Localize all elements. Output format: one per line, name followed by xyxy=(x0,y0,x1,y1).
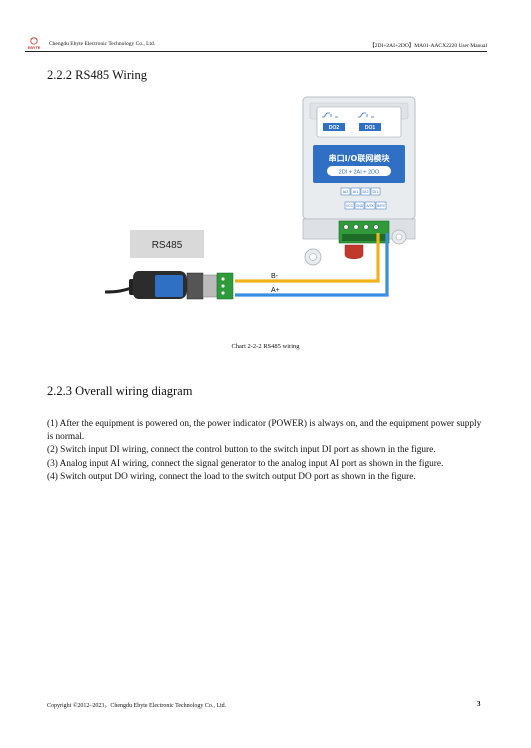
paragraph: (4) Switch output DO wiring, connect the… xyxy=(47,471,416,482)
wire-a-label: A+ xyxy=(271,287,280,294)
port-label-brx: B/RX xyxy=(377,204,385,208)
port-label-ai1: AI1 xyxy=(353,190,359,194)
paragraph: (3) Analog input AI wiring, connect the … xyxy=(47,458,444,469)
paragraph: (2) Switch input DI wiring, connect the … xyxy=(47,445,436,456)
footer-copyright: Copyright ©2012–2023，Chengdu Ebyte Elect… xyxy=(47,703,227,709)
wiring-instructions: (1) After the equipment is powered on, t… xyxy=(47,418,487,484)
port-label-vcc: VCC xyxy=(346,204,354,208)
module-title: 串口I/O联网模块 xyxy=(329,153,391,163)
port-labels-bottom: VCC GND A/TX B/RX xyxy=(344,201,387,210)
wire-b xyxy=(235,233,380,283)
rs485-wiring-figure: DO2 DO1 串口I/O联网模块 2DI + 2AI + 2DO AI2 AI… xyxy=(104,96,416,300)
port-label-gnd: GND xyxy=(356,204,364,208)
io-module: DO2 DO1 串口I/O联网模块 2DI + 2AI + 2DO AI2 AI… xyxy=(302,96,416,266)
svg-text:EBYTE: EBYTE xyxy=(28,46,41,50)
section-heading-rs485: 2.2.2 RS485 Wiring xyxy=(47,68,147,82)
wire-b-label: B- xyxy=(271,273,279,280)
page-header: EBYTE Chengdu Ebyte Electronic Technolog… xyxy=(25,36,487,52)
manual-title: 【2DI+2AI+2DO】MA01-AACX2220 User Manual xyxy=(369,43,487,49)
company-name: Chengdu Ebyte Electronic Technology Co.,… xyxy=(49,41,156,47)
section-heading-overall: 2.2.3 Overall wiring diagram xyxy=(47,384,193,398)
rs485-label: RS485 xyxy=(152,240,183,251)
relay-icons xyxy=(322,112,374,118)
port-label-atx: A/TX xyxy=(366,204,374,208)
page-number: 3 xyxy=(477,700,481,708)
header-rule xyxy=(25,51,487,52)
rs485-label-box xyxy=(130,230,204,258)
relay-label-do2: DO2 xyxy=(329,125,340,131)
wire-a xyxy=(235,233,389,297)
paragraph: (1) After the equipment is powered on, t… xyxy=(47,419,482,443)
relay-label-do1: DO1 xyxy=(365,125,376,131)
module-subtitle: 2DI + 2AI + 2DO xyxy=(339,170,380,176)
terminal-block xyxy=(338,220,390,244)
port-labels-top: AI2 AI1 DI2 DI1 xyxy=(340,187,381,196)
port-label-di2: DI2 xyxy=(363,190,369,194)
port-label-ai2: AI2 xyxy=(343,190,349,194)
figure-caption: Chart 2-2-2 RS485 wiring xyxy=(231,343,300,350)
ebyte-logo: EBYTE xyxy=(28,37,41,50)
usb-rs485-converter xyxy=(104,271,234,300)
port-label-di1: DI1 xyxy=(373,190,379,194)
